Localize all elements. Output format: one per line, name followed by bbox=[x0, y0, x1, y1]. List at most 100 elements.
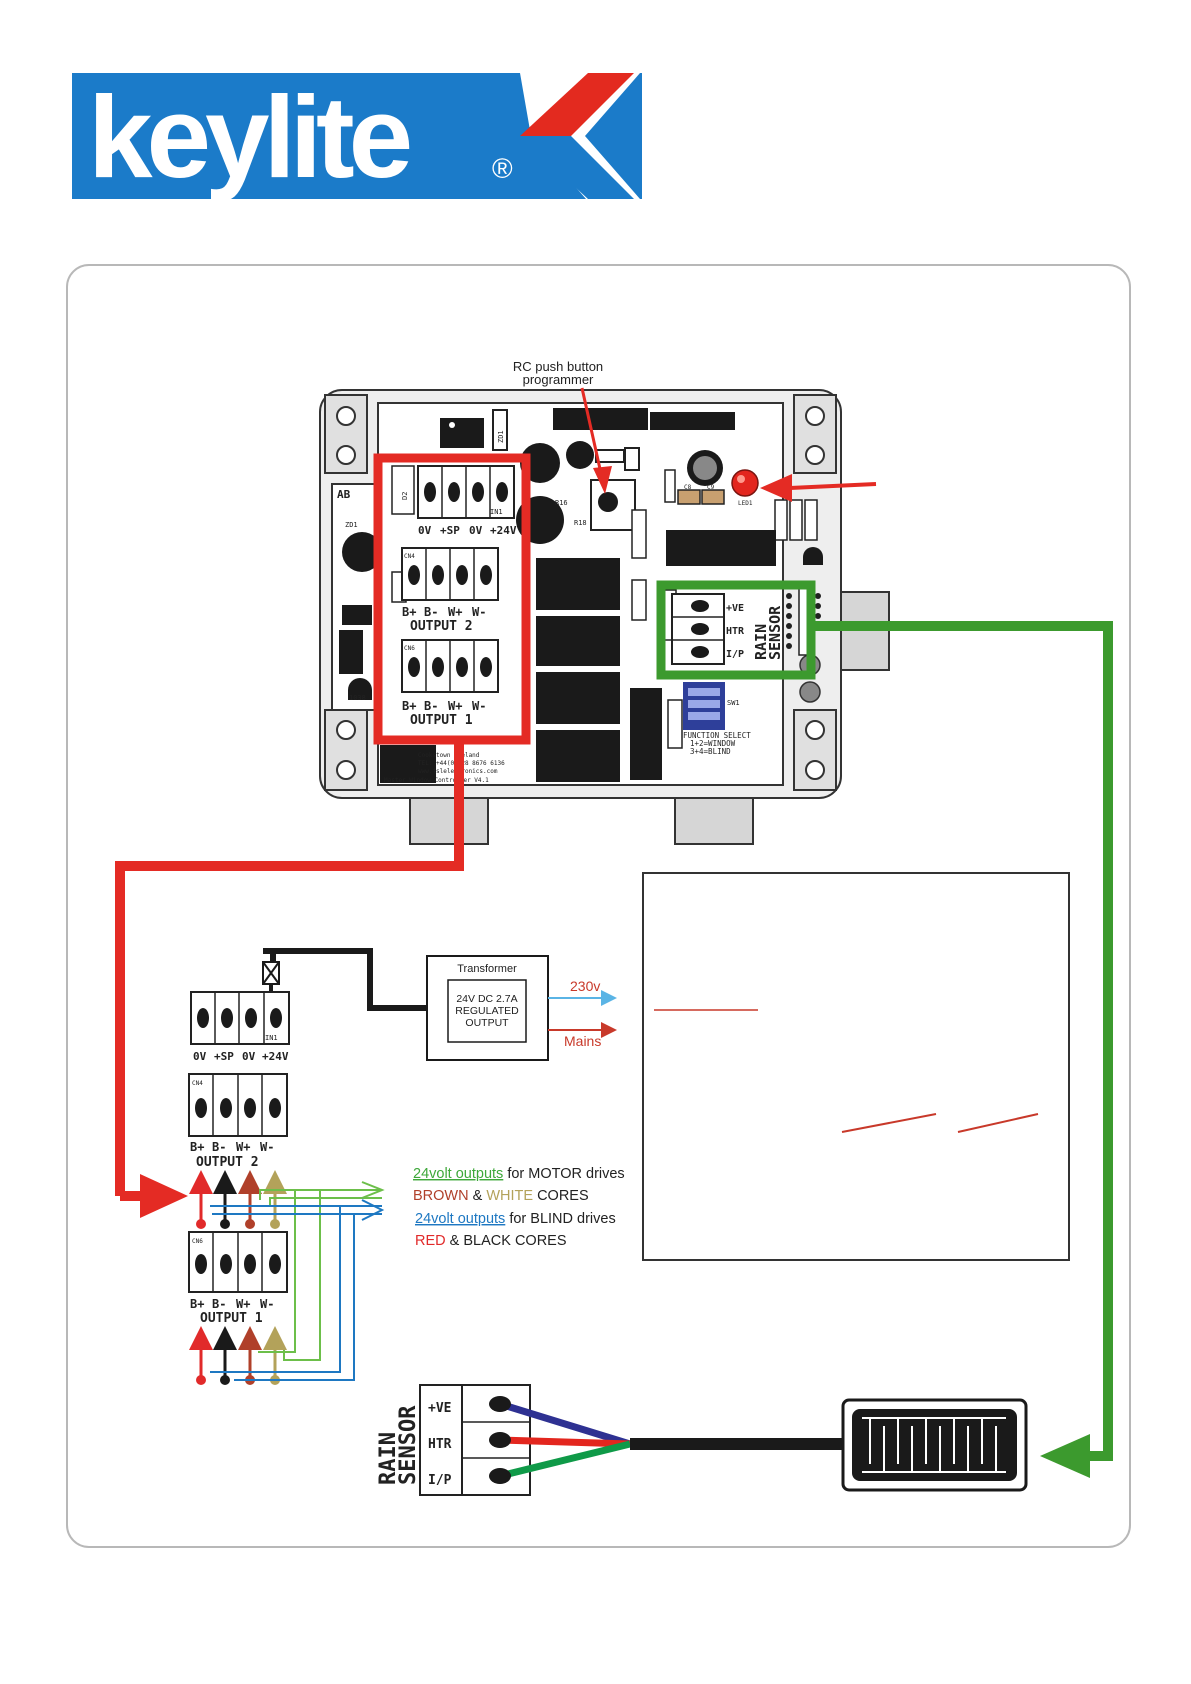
rain-sensor-detail: RAIN SENSOR +VE HTR I/P bbox=[376, 1384, 1028, 1496]
detail-out1-bplus: B+ bbox=[190, 1297, 204, 1311]
legend-blind-text: for BLIND drives bbox=[505, 1211, 615, 1227]
board-footer-model: Master Window Controller V4.1 bbox=[384, 777, 489, 784]
detail-output1-label: OUTPUT 1 bbox=[200, 1311, 263, 1326]
programmer-callout-line2: programmer bbox=[523, 372, 594, 387]
detail-cn6-label: CN6 bbox=[192, 1238, 203, 1245]
detail-out1-bminus: B- bbox=[212, 1297, 226, 1311]
board-rain-label-2: SENSOR bbox=[766, 605, 784, 660]
keylite-logo: keylite ® bbox=[72, 72, 642, 202]
rain-pin-htr: HTR bbox=[428, 1437, 452, 1452]
cn4-label: CN4 bbox=[404, 553, 415, 560]
detail-cn4-label: CN4 bbox=[192, 1080, 203, 1087]
board-rain-ve: +VE bbox=[726, 603, 744, 614]
comp-label: D2 bbox=[401, 492, 409, 500]
board-output2-label: OUTPUT 2 bbox=[410, 619, 473, 634]
output-terminals-highlight bbox=[373, 453, 531, 745]
controller-board: AB ZD1 1038 ZD1 R16 R18 C8 C9 L bbox=[319, 389, 890, 845]
transformer: Transformer 24V DC 2.7A REGULATED OUTPUT… bbox=[247, 948, 617, 1061]
red-connector-line bbox=[115, 740, 464, 1196]
board-label-0v: 0V bbox=[418, 524, 432, 537]
detail-power-tag: IN1 bbox=[265, 1034, 278, 1042]
board-corner-label: AB bbox=[337, 488, 351, 501]
led-arrow bbox=[789, 482, 877, 490]
rain-sensor-label-1: RAIN bbox=[376, 1432, 401, 1485]
comp-label: C9 bbox=[707, 484, 715, 491]
function-select-window: 1+2=WINDOW bbox=[690, 739, 736, 748]
rain-pin-ve: +VE bbox=[428, 1401, 451, 1416]
detail-power-terminal: IN1 0V +SP 0V +24V bbox=[190, 991, 290, 1063]
legend-red: RED bbox=[415, 1233, 446, 1249]
board-output2-terminal: CN4 B+ B- W+ W- OUTPUT 2 bbox=[391, 547, 499, 634]
board-rain-ip: I/P bbox=[726, 649, 744, 660]
comp-label: C8 bbox=[684, 484, 692, 491]
board-out2-wminus: W- bbox=[472, 605, 486, 619]
detail-out1-wplus: W+ bbox=[236, 1297, 250, 1311]
detail-out2-wplus: W+ bbox=[236, 1140, 250, 1154]
function-select-title: FUNCTION SELECT bbox=[683, 731, 751, 740]
detail-output2-label: OUTPUT 2 bbox=[196, 1155, 259, 1170]
output2-wire-arrows bbox=[189, 1170, 287, 1229]
comp-label: R16 bbox=[555, 499, 568, 507]
comp-label: LED1 bbox=[738, 500, 753, 507]
svg-text:24volt outputs for MOTOR drive: 24volt outputs for MOTOR drives bbox=[413, 1166, 625, 1182]
comp-label: SW1 bbox=[727, 699, 740, 707]
legend-brown: BROWN bbox=[413, 1188, 469, 1204]
board-out1-bminus: B- bbox=[424, 699, 438, 713]
board-label-0v-2: 0V bbox=[469, 524, 483, 537]
motor-leader-lines bbox=[258, 1181, 385, 1361]
board-label-sp: +SP bbox=[440, 524, 460, 537]
mains-label: Mains bbox=[564, 1033, 601, 1049]
legend-motor-link[interactable]: 24volt outputs bbox=[413, 1166, 503, 1182]
transformer-rating: 24V DC 2.7A bbox=[456, 993, 517, 1005]
detail-label-sp: +SP bbox=[214, 1050, 234, 1063]
legend-blind-link[interactable]: 24volt outputs bbox=[415, 1211, 505, 1227]
comp-label: ZD1 bbox=[497, 430, 505, 443]
sensor-wire-red bbox=[499, 1436, 631, 1448]
notes-box bbox=[642, 872, 1070, 1261]
transformer-output: OUTPUT bbox=[465, 1017, 509, 1029]
svg-text:RED & BLACK CORES: RED & BLACK CORES bbox=[415, 1233, 567, 1249]
legend-amp-2: & bbox=[446, 1233, 464, 1249]
detail-label-0v: 0V bbox=[193, 1050, 207, 1063]
legend-cores-1: CORES bbox=[533, 1188, 589, 1204]
svg-text:24volt outputs for BLIND drive: 24volt outputs for BLIND drives bbox=[415, 1211, 616, 1227]
programmer-callout-line1: RC push button bbox=[513, 359, 603, 374]
board-out2-wplus: W+ bbox=[448, 605, 462, 619]
sensor-wire-green bbox=[499, 1440, 631, 1480]
comp-label: ZD1 bbox=[345, 521, 358, 529]
board-out2-bplus: B+ bbox=[402, 605, 416, 619]
rain-sensor-label-2: SENSOR bbox=[396, 1405, 421, 1485]
programmer-arrow bbox=[580, 387, 604, 479]
board-output1-terminal: CN6 B+ B- W+ W- OUTPUT 1 bbox=[401, 639, 499, 728]
legend-cores-2: CORES bbox=[511, 1233, 567, 1249]
detail-out2-wminus: W- bbox=[260, 1140, 274, 1154]
drive-legend: 24volt outputs for MOTOR drives BROWN & … bbox=[413, 1166, 625, 1249]
legend-motor-text: for MOTOR drives bbox=[503, 1166, 624, 1182]
detail-output1-terminal: CN6 B+ B- W+ W- OUTPUT 1 bbox=[188, 1231, 288, 1326]
board-out1-wplus: W+ bbox=[448, 699, 462, 713]
board-power-terminal: D2 IN1 0V +SP 0V +24V bbox=[391, 465, 517, 537]
detail-out1-wminus: W- bbox=[260, 1297, 274, 1311]
board-out2-bminus: B- bbox=[424, 605, 438, 619]
cn6-label: CN6 bbox=[404, 645, 415, 652]
legend-white: WHITE bbox=[486, 1188, 533, 1204]
board-output1-label: OUTPUT 1 bbox=[410, 713, 473, 728]
board-rain-label-1: RAIN bbox=[752, 624, 770, 660]
mains-230v-label: 230v bbox=[570, 978, 600, 994]
board-label-24v: +24V bbox=[490, 524, 517, 537]
detail-out2-bplus: B+ bbox=[190, 1140, 204, 1154]
comp-label: 1038 bbox=[349, 694, 366, 702]
svg-text:BROWN & WHITE CORES: BROWN & WHITE CORES bbox=[413, 1188, 589, 1204]
board-footer-address: Cookstown Ireland bbox=[418, 752, 480, 759]
board-rain-sensor-terminal: +VE HTR I/P RAIN SENSOR bbox=[671, 593, 821, 665]
board-out1-wminus: W- bbox=[472, 699, 486, 713]
logo-wordmark: keylite bbox=[88, 72, 410, 202]
led-indicator bbox=[731, 469, 759, 497]
detail-out2-bminus: B- bbox=[212, 1140, 226, 1154]
registered-mark: ® bbox=[492, 153, 513, 184]
blind-leader-lines bbox=[210, 1199, 385, 1381]
detail-label-0v-2: 0V bbox=[242, 1050, 256, 1063]
comp-label: R18 bbox=[574, 519, 587, 527]
rc-push-button[interactable] bbox=[590, 479, 636, 531]
